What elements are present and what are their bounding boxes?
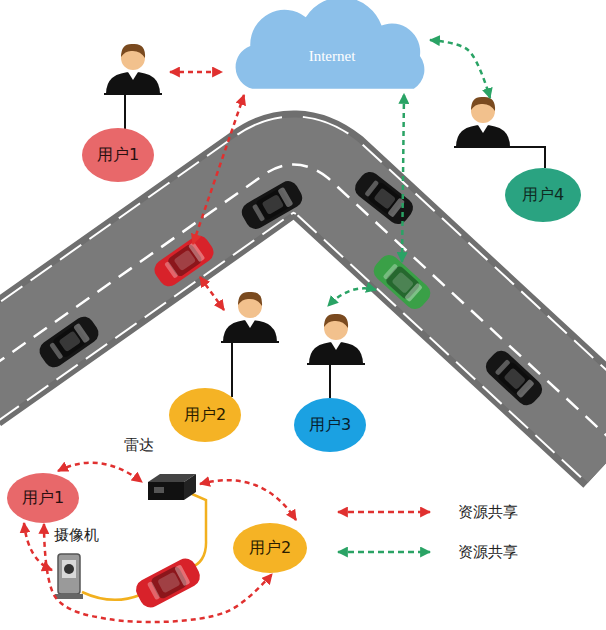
part-label: 雷达: [124, 436, 154, 455]
node-text-wrap: Internet: [309, 47, 356, 65]
legend-row: 资源共享: [330, 500, 518, 524]
share-connector: [170, 71, 222, 74]
wire: [190, 494, 206, 568]
black-car: [238, 177, 306, 232]
illustration-part: [402, 94, 404, 262]
node-label: 用户1: [97, 145, 139, 164]
camera-device: [55, 554, 83, 599]
illustration-part: [148, 482, 184, 500]
person-icon: [454, 97, 512, 147]
node-text-wrap: 用户2: [184, 405, 226, 424]
illustration-part: [64, 564, 74, 574]
user-ellipse: 用户3: [292, 312, 370, 454]
illustration-part: [0, 164, 606, 448]
red-car: [151, 232, 218, 290]
cloud-node: Internet: [222, 2, 430, 100]
illustration-part: [200, 277, 224, 310]
leader-line: [231, 342, 233, 397]
user-ellipse: 用户2: [232, 522, 308, 574]
share-arrow: [24, 523, 52, 570]
road: [0, 164, 606, 448]
node-label: 用户2: [184, 405, 226, 424]
illustration-part: [58, 554, 80, 594]
illustration-part: [184, 474, 196, 500]
share-arrow: [58, 463, 142, 482]
node-label: Internet: [309, 47, 356, 65]
black-car: [36, 313, 103, 371]
person-icon: [221, 292, 279, 342]
vehicles: [36, 168, 547, 409]
node-text-wrap: 用户3: [309, 415, 351, 434]
node-label: 用户4: [522, 185, 564, 204]
node-label: 用户1: [22, 488, 64, 507]
illustration-part: [154, 487, 164, 493]
legend-text: 资源共享: [458, 543, 518, 562]
legend-text: 资源共享: [458, 503, 518, 522]
leader-line: [329, 364, 331, 398]
user-ellipse: 用户1: [80, 40, 170, 185]
person-icon: [307, 314, 365, 364]
label-text: 雷达: [124, 436, 154, 454]
black-car: [482, 347, 546, 410]
ellipse-outline: [82, 128, 154, 182]
legend-sample: [330, 540, 440, 564]
label-text: 摄像机: [54, 526, 99, 544]
black-car: [351, 168, 417, 228]
radar-device: [148, 474, 196, 500]
users: [104, 44, 545, 398]
node-label: 用户3: [309, 415, 351, 434]
legend-row: 资源共享: [330, 540, 518, 564]
user-ellipse: 用户2: [168, 292, 276, 444]
illustration-part: [0, 164, 606, 448]
node-text-wrap: 用户1: [97, 145, 139, 164]
part-label: 摄像机: [54, 526, 99, 545]
legend-arrow: [338, 511, 430, 514]
user-ellipse: 用户4: [455, 98, 583, 223]
leader-line: [509, 147, 545, 168]
person-icon: [104, 44, 162, 94]
ellipse-outline: [294, 398, 366, 452]
node-text-wrap: 用户1: [22, 488, 64, 507]
ellipse-outline: [7, 473, 79, 523]
leader-line: [124, 94, 126, 130]
node-text-wrap: 用户4: [522, 185, 564, 204]
ellipse-outline: [505, 168, 581, 222]
wire: [82, 592, 140, 600]
legend-sample: [330, 500, 440, 524]
cloud-outline: [236, 0, 425, 89]
share-arrows: [193, 94, 404, 310]
illustration-part: [0, 164, 606, 448]
illustration-part: [62, 560, 76, 578]
legend-arrow: [338, 551, 430, 554]
illustration-part: [0, 164, 606, 448]
user-ellipse: 用户1: [6, 472, 80, 524]
illustration-part: [328, 288, 376, 306]
share-arrow: [200, 480, 296, 520]
illustration-part: [193, 95, 244, 244]
node-text-wrap: 用户2: [249, 538, 291, 557]
ellipse-outline: [233, 523, 307, 573]
ellipse-outline: [169, 388, 241, 442]
red-car: [132, 555, 203, 612]
share-connector: [430, 40, 490, 98]
node-label: 用户2: [249, 538, 291, 557]
illustration-part: [55, 594, 83, 599]
